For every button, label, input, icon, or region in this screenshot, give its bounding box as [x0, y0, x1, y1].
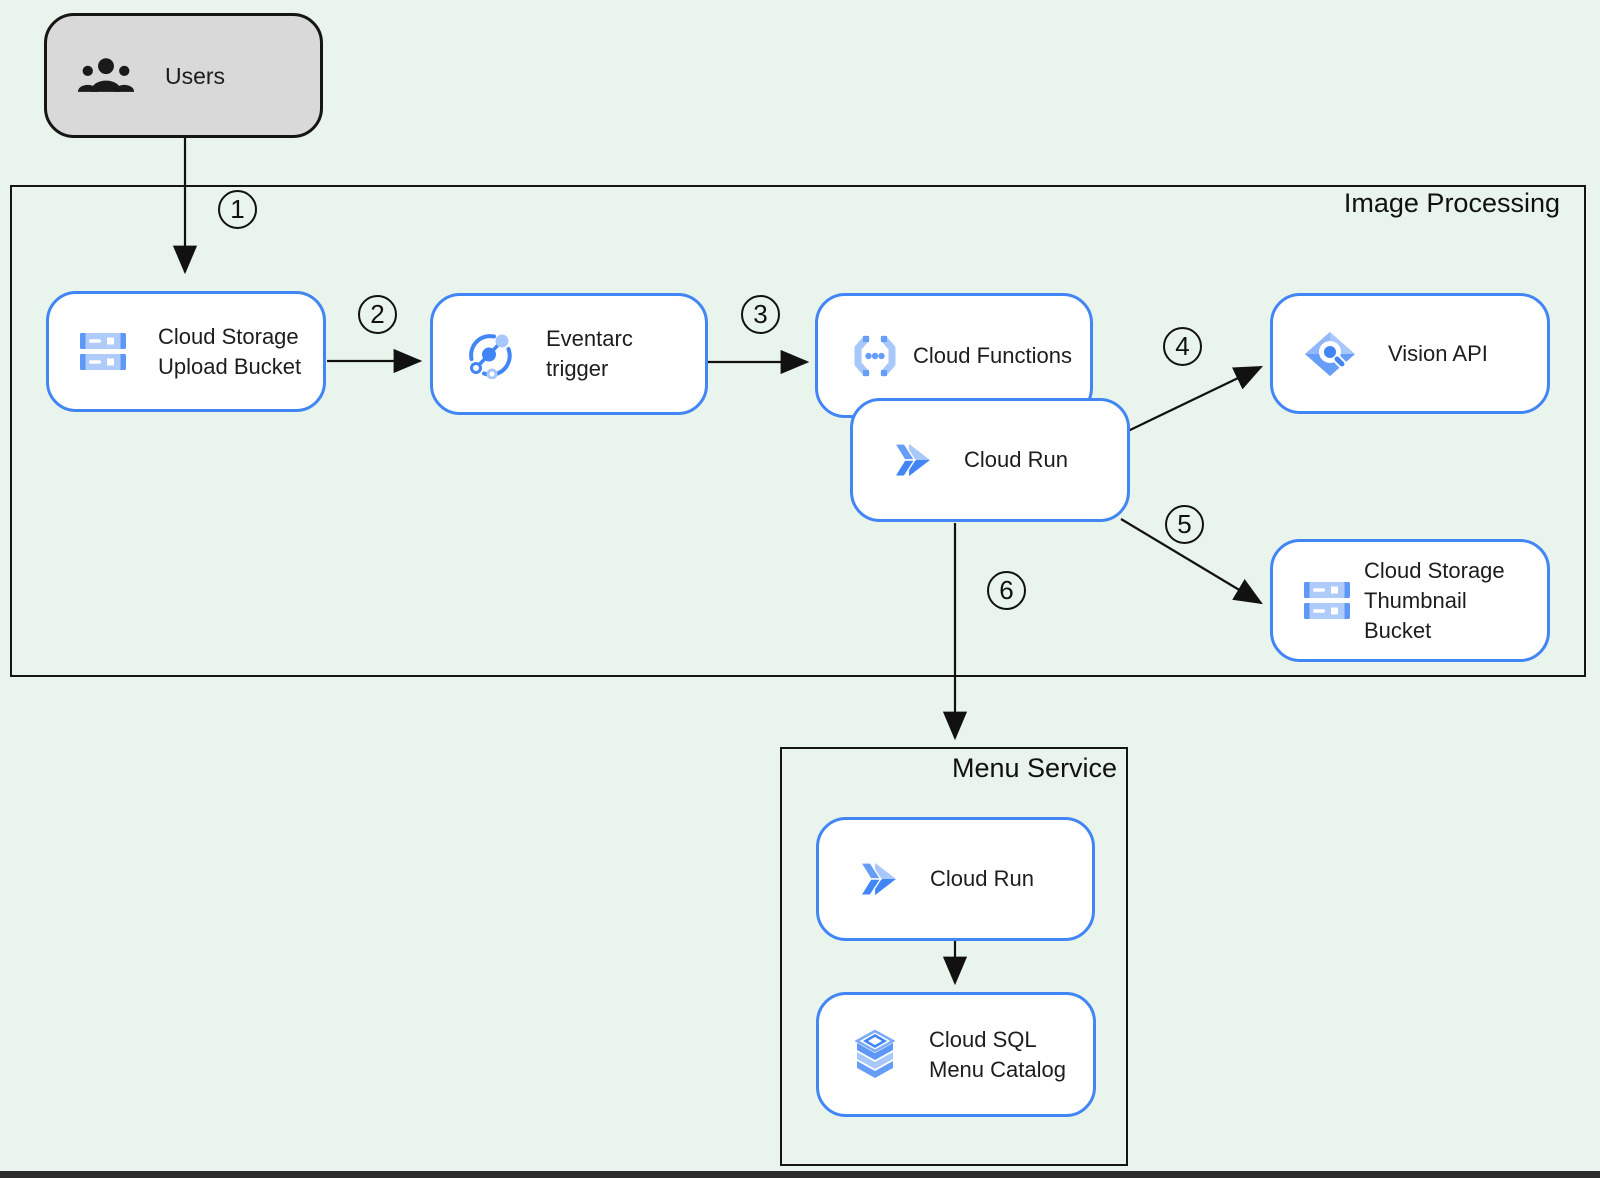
vision-api-icon [1304, 331, 1356, 377]
screen-edge-bar [0, 1171, 1600, 1178]
node-label: Cloud Run [930, 866, 1034, 891]
node-cloud-storage-upload-bucket: Cloud Storage Upload Bucket [46, 291, 326, 412]
node-label: Cloud Storage Upload Bucket [158, 323, 302, 379]
node-cloud-storage-thumbnail-bucket: Cloud Storage Thumbnail Bucket [1270, 539, 1550, 662]
cloud-storage-icon [80, 332, 126, 371]
group-menu-service [780, 747, 1128, 1166]
group-label-menu-service: Menu Service [952, 753, 1118, 783]
node-cloud-sql-menu-catalog: Cloud SQL Menu Catalog [816, 992, 1096, 1117]
node-label: Vision API [1388, 340, 1488, 366]
eventarc-icon [464, 329, 514, 379]
node-label: Eventarc trigger [546, 326, 633, 381]
node-cloud-functions: Cloud Functions [815, 293, 1093, 418]
node-eventarc-trigger: Eventarc trigger [430, 293, 708, 415]
step-badge-1: 1 [218, 190, 257, 229]
step-badge-3: 3 [741, 295, 780, 334]
step-badge-4: 4 [1163, 327, 1202, 366]
cloud-run-icon [888, 441, 932, 479]
cloud-run-icon [854, 860, 898, 898]
node-label: Cloud Functions [913, 342, 1072, 368]
step-badge-6: 6 [987, 571, 1026, 610]
cloud-storage-icon [1304, 581, 1350, 620]
group-image-processing [10, 185, 1586, 677]
cloud-sql-icon [855, 1029, 895, 1080]
cloud-functions-icon [849, 333, 901, 379]
step-badge-5: 5 [1165, 505, 1204, 544]
node-cloud-run-processing: Cloud Run [850, 398, 1130, 522]
node-label: Cloud Run [964, 447, 1068, 472]
node-cloud-run-menu: Cloud Run [816, 817, 1095, 941]
node-label: Cloud SQL Menu Catalog [929, 1026, 1066, 1082]
node-label: Cloud Storage Thumbnail Bucket [1364, 557, 1505, 643]
group-label-image-processing: Image Processing [1343, 188, 1560, 218]
step-badge-2: 2 [358, 295, 397, 334]
node-users: Users [44, 13, 323, 138]
node-label: Users [165, 62, 226, 89]
users-icon [77, 54, 135, 98]
node-vision-api: Vision API [1270, 293, 1550, 414]
